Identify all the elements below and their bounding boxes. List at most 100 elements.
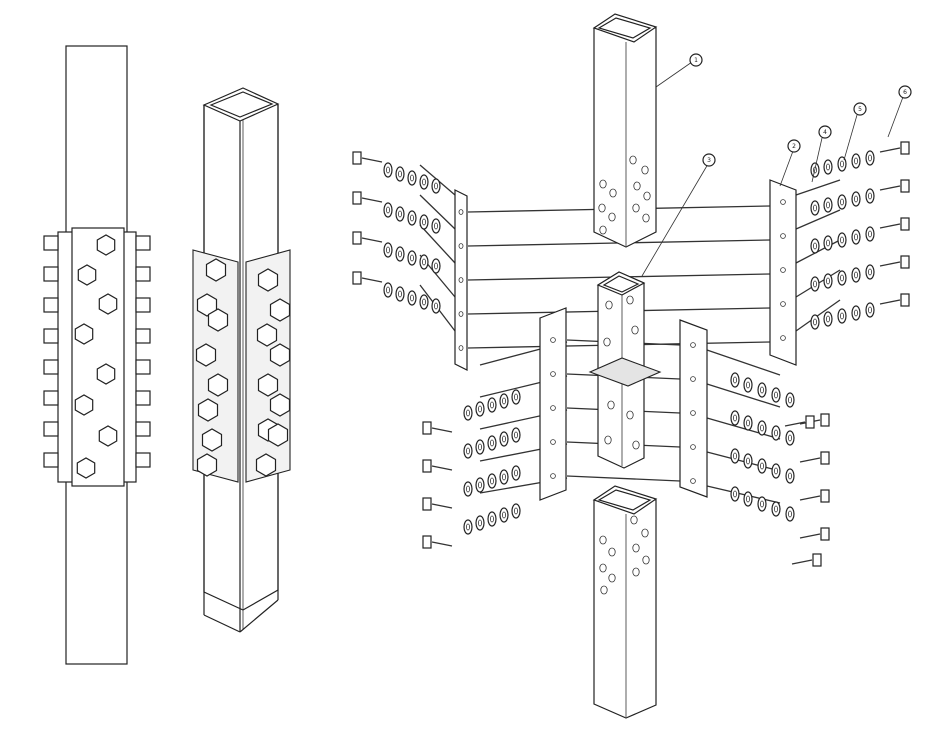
callout-6-label: 6 (903, 89, 907, 96)
bolt-hole (632, 543, 640, 553)
bolt-hole (642, 213, 650, 223)
washer (383, 202, 393, 218)
hex-bolt-head (96, 234, 116, 256)
washer (823, 235, 833, 251)
washer (499, 507, 509, 523)
washer (487, 435, 497, 451)
washer (865, 226, 875, 242)
washer (851, 229, 861, 245)
washer (407, 290, 417, 306)
washer (730, 410, 740, 426)
bolt-head (352, 151, 362, 165)
side-nut (43, 297, 59, 313)
bolt-head (422, 535, 432, 549)
washer (383, 242, 393, 258)
washer (743, 377, 753, 393)
bolt-hole (599, 225, 607, 235)
bolt-head (422, 459, 432, 473)
assembled-bolt-heads (195, 258, 291, 477)
washer (771, 501, 781, 517)
front-view (43, 45, 151, 665)
washer (771, 425, 781, 441)
bolt-hole (633, 181, 641, 191)
bolt-hole (642, 555, 650, 565)
washer (757, 382, 767, 398)
hex-bolt-head (207, 373, 229, 397)
bolt-head (820, 527, 830, 541)
washer (499, 431, 509, 447)
bolt-head (820, 451, 830, 465)
washer (785, 506, 795, 522)
bolt-hole (598, 203, 606, 213)
washer (463, 481, 473, 497)
washer (865, 188, 875, 204)
washer (785, 392, 795, 408)
washer (730, 372, 740, 388)
washer (823, 273, 833, 289)
washer (419, 174, 429, 190)
bolt-hole (609, 188, 617, 198)
washer (487, 511, 497, 527)
side-plate-back-left (454, 189, 468, 371)
hex-bolt-head (255, 453, 277, 477)
bolt-head (900, 179, 910, 193)
bolts-washers-nuts (352, 141, 910, 567)
washer (499, 469, 509, 485)
side-nut (43, 390, 59, 406)
bolt-head (900, 255, 910, 269)
side-nut (135, 359, 151, 375)
hex-bolt-head (257, 373, 279, 397)
washer (407, 250, 417, 266)
hex-bolt-head (196, 453, 218, 477)
washer (823, 311, 833, 327)
washer (419, 294, 429, 310)
bolt-hole (632, 567, 640, 577)
bolt-head (820, 413, 830, 427)
hex-bolt-head (96, 363, 116, 385)
hex-bolt-head (205, 258, 227, 282)
washer (463, 443, 473, 459)
washer (837, 232, 847, 248)
callout-1: 1 (689, 53, 703, 67)
bolt-head (900, 141, 910, 155)
hex-bolt-head (77, 264, 97, 286)
washer (785, 468, 795, 484)
washer (463, 519, 473, 535)
washer (431, 298, 441, 314)
side-nut (135, 235, 151, 251)
upper-tube (592, 13, 658, 248)
bolt-head (352, 271, 362, 285)
washer (475, 401, 485, 417)
bolt-hole (643, 191, 651, 201)
washer (487, 397, 497, 413)
exploded-view: 1 2 3 4 5 6 (352, 13, 912, 719)
washer (837, 156, 847, 172)
washer (743, 415, 753, 431)
washer (851, 153, 861, 169)
hex-bolt-head (269, 343, 291, 367)
washer (407, 170, 417, 186)
washer (771, 387, 781, 403)
bolt-hole (599, 563, 607, 573)
hex-bolt-head (201, 428, 223, 452)
washer (743, 491, 753, 507)
bolt-hole (605, 300, 613, 310)
washer (419, 214, 429, 230)
bolt-hole (632, 203, 640, 213)
washer (730, 448, 740, 464)
bolt-head (900, 217, 910, 231)
washer (865, 150, 875, 166)
washer (487, 473, 497, 489)
callout-2: 2 (787, 139, 801, 153)
hex-bolt-head (267, 423, 289, 447)
washer (785, 430, 795, 446)
side-nut (135, 390, 151, 406)
washer (757, 496, 767, 512)
washer (499, 393, 509, 409)
washer (407, 210, 417, 226)
washer (810, 276, 820, 292)
washer (511, 503, 521, 519)
hex-bolt-head (269, 393, 291, 417)
hex-bolt-head (256, 323, 278, 347)
